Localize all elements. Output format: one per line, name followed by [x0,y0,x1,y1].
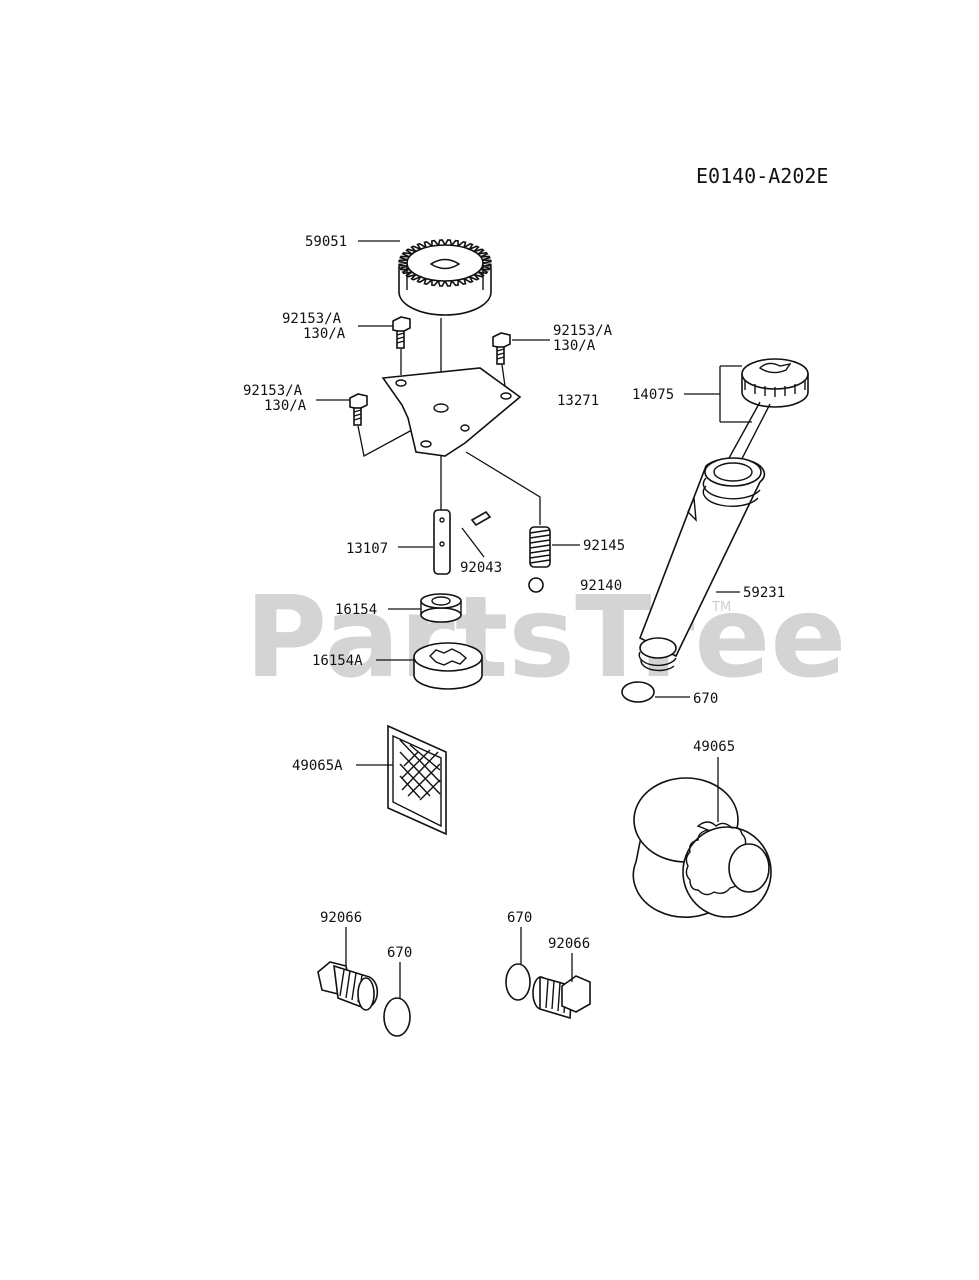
part-92066-drain-plug-right[interactable] [532,975,591,1020]
part-670-o-ring-right[interactable] [505,963,531,1001]
part-59231-filler-tube[interactable] [638,457,766,672]
label-14075[interactable]: 14075 [632,387,674,403]
part-49065-oil-filter[interactable] [632,777,772,918]
label-92066-b[interactable]: 92066 [548,936,590,952]
label-92066[interactable]: 92066 [320,910,362,926]
label-49065A[interactable]: 49065A [292,758,343,774]
part-92145-spring[interactable] [529,526,551,568]
part-92140-ball[interactable] [528,577,544,593]
label-59231[interactable]: 59231 [743,585,785,601]
label-92140[interactable]: 92140 [580,578,622,594]
label-130-a-1[interactable]: 130/A [303,326,346,342]
label-16154[interactable]: 16154 [335,602,377,618]
label-92153-a-3[interactable]: 92153/A [243,383,303,399]
part-13271-cover-plate[interactable] [381,367,522,457]
part-13107-shaft[interactable] [433,509,451,575]
label-13271[interactable]: 13271 [557,393,599,409]
part-92153-bolt-left-bottom[interactable] [349,393,368,426]
part-59051-gear[interactable] [398,239,492,316]
label-49065[interactable]: 49065 [693,739,735,755]
watermark-text: PartsTree [245,573,846,703]
part-92043-pin[interactable] [470,510,492,527]
label-670-b[interactable]: 670 [387,945,412,961]
part-16154A-outer-rotor[interactable] [413,642,483,690]
label-16154A[interactable]: 16154A [312,653,363,669]
watermark-trademark: TM [711,600,731,615]
part-670-o-ring-tube[interactable] [621,681,655,703]
label-59051[interactable]: 59051 [305,234,347,250]
label-13107[interactable]: 13107 [346,541,388,557]
label-92043[interactable]: 92043 [460,560,502,576]
label-130-a-3[interactable]: 130/A [264,398,307,414]
part-16154-inner-rotor[interactable] [420,593,462,623]
label-92153-a-1[interactable]: 92153/A [282,311,342,327]
part-49065A-oil-screen[interactable] [387,724,447,836]
part-92153-bolt-right[interactable] [492,332,511,365]
label-92145[interactable]: 92145 [583,538,625,554]
part-92153-bolt-left-top[interactable] [392,316,411,349]
part-14075-oil-cap[interactable] [717,358,809,483]
part-92066-drain-plug-left[interactable] [317,961,379,1011]
label-92153-a-2[interactable]: 92153/A [553,323,613,339]
part-670-o-ring-left[interactable] [383,997,411,1037]
label-670-a[interactable]: 670 [693,691,718,707]
label-670-c[interactable]: 670 [507,910,532,926]
label-130-a-2[interactable]: 130/A [553,338,596,354]
diagram-code: E0140-A202E [696,164,828,188]
